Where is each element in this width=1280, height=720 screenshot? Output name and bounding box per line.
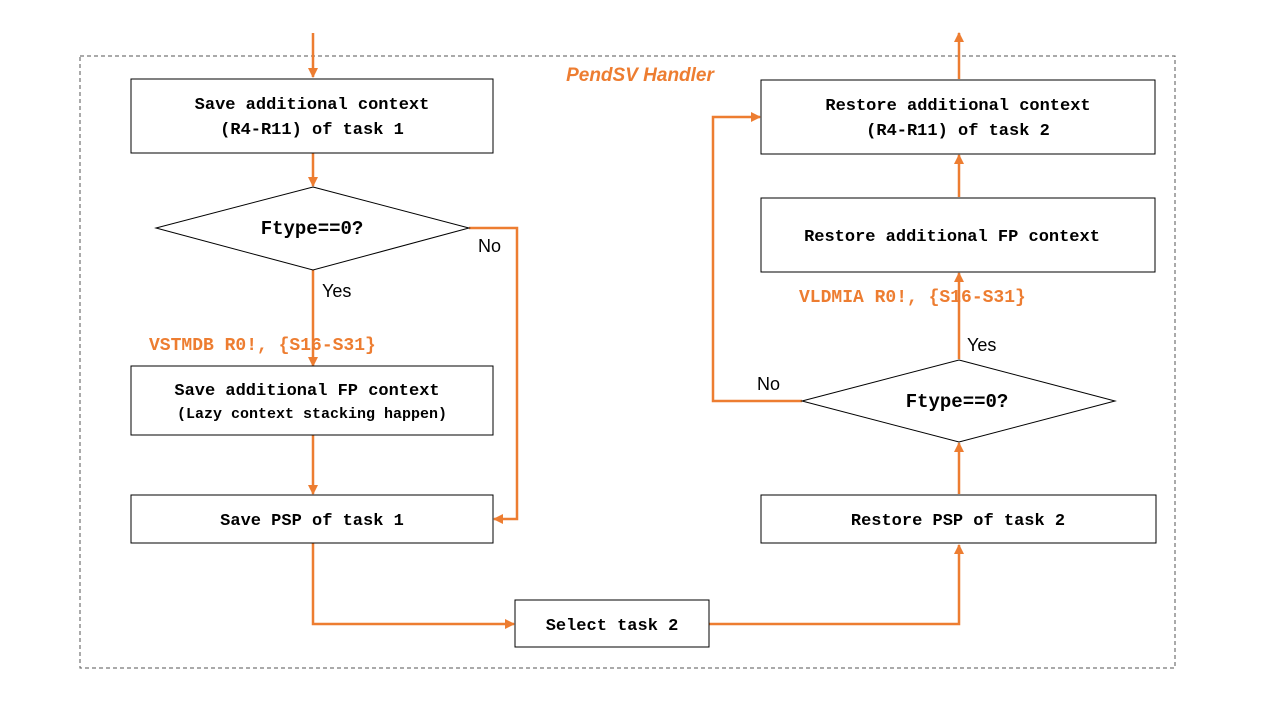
node-save-context: Save additional context (R4-R11) of task… (130, 78, 494, 154)
node-save-fp-line2: (Lazy context stacking happen) (177, 406, 447, 423)
label-left-yes: Yes (322, 281, 351, 301)
node-save-context-line1: Save additional context (195, 96, 430, 115)
label-left-no: No (478, 236, 501, 256)
handler-boundary (79, 55, 1176, 669)
arrow-select-to-restore-psp (709, 544, 964, 626)
node-select-task: Select task 2 (514, 599, 710, 648)
node-restore-psp-label: Restore PSP of task 2 (851, 512, 1065, 531)
label-right-yes: Yes (967, 335, 996, 355)
node-save-fp-line1: Save additional FP context (174, 382, 439, 401)
node-save-fp: Save additional FP context (Lazy context… (130, 365, 494, 436)
node-restore-fp: Restore additional FP context (760, 197, 1156, 273)
label-right-no: No (757, 374, 780, 394)
node-restore-context: Restore additional context (R4-R11) of t… (760, 79, 1156, 155)
node-save-context-line2: (R4-R11) of task 1 (220, 121, 404, 140)
arrow-decision-right-no (711, 112, 802, 403)
node-restore-context-line2: (R4-R11) of task 2 (866, 122, 1050, 141)
node-restore-psp: Restore PSP of task 2 (760, 494, 1157, 544)
decision-left: Ftype==0? (154, 186, 471, 271)
decision-right: Ftype==0? (800, 359, 1117, 443)
decision-left-label: Ftype==0? (261, 218, 364, 240)
arrow-decision-no (469, 226, 519, 524)
arrow-psp-to-select (311, 543, 515, 629)
node-restore-context-line1: Restore additional context (825, 97, 1090, 116)
code-vstmdb: VSTMDB R0!, {S16-S31} (149, 336, 376, 356)
handler-title: PendSV Handler (566, 65, 715, 86)
decision-right-label: Ftype==0? (906, 391, 1009, 413)
node-select-task-label: Select task 2 (546, 617, 679, 636)
node-save-psp-label: Save PSP of task 1 (220, 512, 404, 531)
node-restore-fp-label: Restore additional FP context (804, 228, 1100, 247)
code-vldmia: VLDMIA R0!, {S16-S31} (799, 288, 1026, 308)
node-save-psp: Save PSP of task 1 (130, 494, 494, 544)
